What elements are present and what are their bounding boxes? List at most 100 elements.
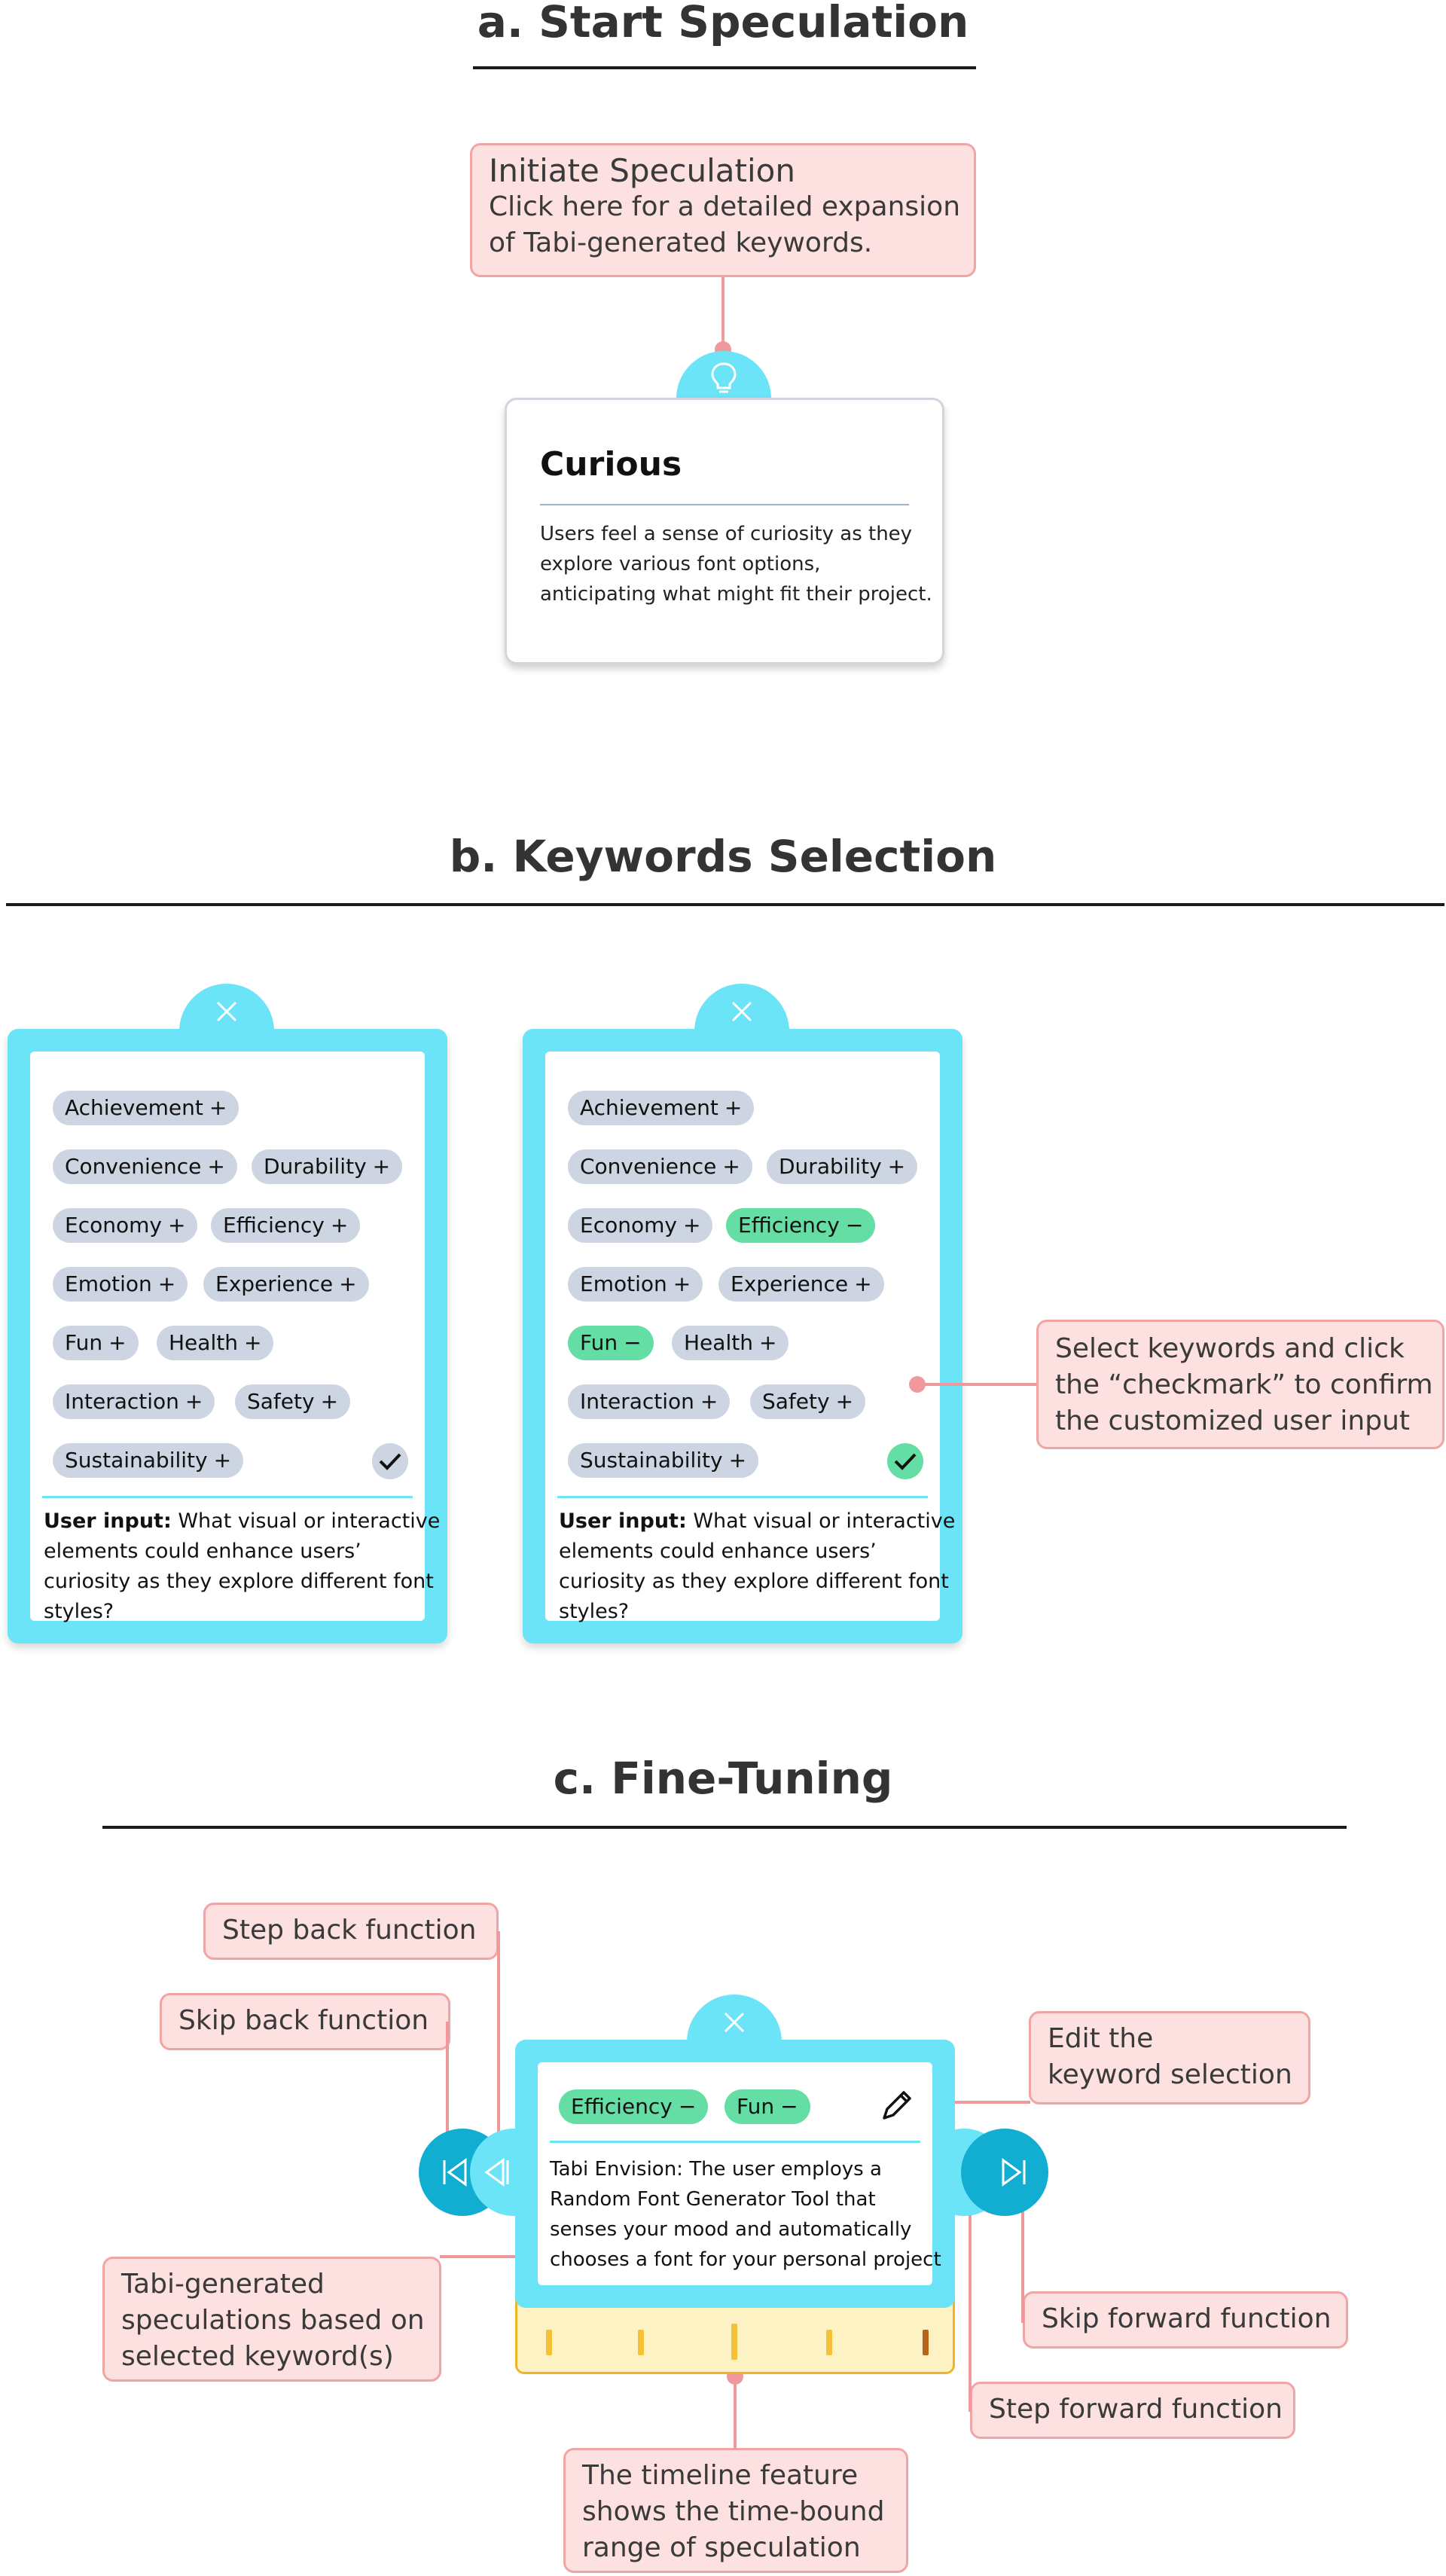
- section-b-rule: [6, 903, 1444, 906]
- keyword-chip[interactable]: Convenience+: [53, 1149, 237, 1184]
- step-back-callout: Step back function: [203, 1903, 499, 1960]
- select-keywords-callout: Select keywords and click the “checkmark…: [1036, 1320, 1444, 1449]
- keyword-chip[interactable]: Safety+: [235, 1384, 351, 1419]
- envision-line: senses your mood and automatically: [550, 2218, 912, 2241]
- connector-line: [446, 2022, 449, 2147]
- card-description: Users feel a sense of curiosity as they …: [540, 519, 932, 609]
- user-input-label: User input:: [44, 1509, 172, 1533]
- connector-line: [969, 2199, 972, 2412]
- keyword-chip[interactable]: Durability+: [767, 1149, 918, 1184]
- checkmark-icon: [379, 1453, 401, 1470]
- keyword-chip[interactable]: Achievement+: [568, 1091, 755, 1125]
- connector-line: [917, 1383, 1038, 1386]
- keyword-chip[interactable]: Fun+: [53, 1326, 139, 1360]
- section-c-title: c. Fine-Tuning: [553, 1753, 893, 1804]
- keyword-chip[interactable]: Convenience+: [568, 1149, 752, 1184]
- speculation-tab[interactable]: [676, 351, 771, 404]
- timeline-tick: [638, 2330, 644, 2355]
- fine-tuning-panel: Efficiency− Fun− Tabi Envision: The user…: [515, 2040, 955, 2308]
- confirm-checkmark-button[interactable]: [887, 1443, 923, 1479]
- user-input-line: styles?: [44, 1600, 114, 1623]
- callout-heading: Initiate Speculation: [489, 152, 795, 189]
- callout-line: the customized user input: [1055, 1406, 1411, 1436]
- user-input-text: User input: What visual or interactive e…: [559, 1506, 955, 1627]
- callout-line: shows the time-bound: [582, 2496, 885, 2527]
- user-input-line: elements could enhance users’: [559, 1540, 877, 1563]
- connector-line: [901, 2101, 1030, 2104]
- callout-line: speculations based on: [121, 2305, 425, 2336]
- keyword-chip-selected[interactable]: Efficiency−: [559, 2089, 709, 2124]
- keyword-chip[interactable]: Durability+: [252, 1149, 403, 1184]
- callout-line: Edit the: [1048, 2023, 1154, 2054]
- card-divider: [540, 504, 909, 505]
- section-c-rule: [102, 1826, 1347, 1829]
- callout-line: selected keyword(s): [121, 2341, 394, 2372]
- step-back-icon: [484, 2158, 509, 2187]
- card-title: Curious: [540, 445, 682, 484]
- close-icon: [724, 2012, 745, 2033]
- connector-line: [1021, 2195, 1024, 2323]
- speculations-callout: Tabi-generated speculations based on sel…: [102, 2257, 441, 2382]
- keyword-chip[interactable]: Economy+: [568, 1208, 713, 1243]
- timeline-tick: [826, 2330, 832, 2355]
- input-divider: [557, 1496, 928, 1498]
- callout-line: Step back function: [222, 1915, 477, 1946]
- pencil-icon[interactable]: [877, 2086, 916, 2126]
- callout-line: the “checkmark” to confirm: [1055, 1369, 1433, 1400]
- keyword-chip[interactable]: Health+: [157, 1326, 274, 1360]
- keyword-panel-selected: Achievement+ Convenience+ Durability+ Ec…: [523, 1029, 962, 1644]
- skip-forward-button[interactable]: [961, 2129, 1048, 2216]
- lightbulb-icon: [711, 362, 737, 393]
- keyword-chip[interactable]: Efficiency+: [211, 1208, 361, 1243]
- keyword-chip[interactable]: Achievement+: [53, 1091, 239, 1125]
- envision-line: chooses a font for your personal project: [550, 2248, 941, 2271]
- callout-line: Step forward function: [989, 2394, 1283, 2425]
- callout-line: keyword selection: [1048, 2059, 1292, 2090]
- section-b-title: b. Keywords Selection: [449, 831, 997, 882]
- keyword-chip-selected[interactable]: Fun−: [725, 2089, 810, 2124]
- close-icon: [216, 1001, 237, 1022]
- keyword-chip[interactable]: Interaction+: [53, 1384, 215, 1419]
- skip-forward-callout: Skip forward function: [1023, 2291, 1348, 2349]
- keyword-chip[interactable]: Emotion+: [53, 1267, 188, 1302]
- callout-line: The timeline feature: [582, 2460, 859, 2491]
- skip-back-callout: Skip back function: [160, 1993, 450, 2050]
- keyword-panel-content: Achievement+ Convenience+ Durability+ Ec…: [545, 1051, 955, 1623]
- keyword-chip[interactable]: Sustainability+: [53, 1443, 244, 1478]
- section-a-rule: [473, 66, 976, 69]
- keyword-chip[interactable]: Health+: [672, 1326, 789, 1360]
- keyword-chip[interactable]: Sustainability+: [568, 1443, 759, 1478]
- callout-line: Click here for a detailed expansion: [489, 191, 961, 222]
- keyword-chip-selected[interactable]: Fun−: [568, 1326, 654, 1360]
- user-input-line: elements could enhance users’: [44, 1540, 362, 1563]
- input-divider: [42, 1496, 413, 1498]
- chips-divider: [550, 2141, 920, 2143]
- keyword-chip[interactable]: Emotion+: [568, 1267, 703, 1302]
- timeline-tick: [546, 2330, 552, 2355]
- connector-line: [1021, 2320, 1024, 2323]
- connector-line: [440, 2255, 541, 2258]
- confirm-checkmark-button[interactable]: [372, 1443, 408, 1479]
- timeline-tick: [731, 2324, 737, 2360]
- callout-line: Skip forward function: [1042, 2303, 1332, 2334]
- edit-selection-callout: Edit the keyword selection: [1029, 2011, 1310, 2104]
- fine-tuning-content: Efficiency− Fun− Tabi Envision: The user…: [538, 2062, 941, 2285]
- keyword-chip[interactable]: Interaction+: [568, 1384, 731, 1419]
- connector-line: [734, 2376, 737, 2449]
- keyword-panel-content: Achievement+ Convenience+ Durability+ Ec…: [30, 1051, 440, 1623]
- user-input-line: curiosity as they explore different font: [559, 1570, 949, 1593]
- keyword-chip[interactable]: Safety+: [750, 1384, 866, 1419]
- envision-line: Random Font Generator Tool that: [550, 2188, 876, 2211]
- connector-line: [497, 1931, 500, 2147]
- keyword-chip-selected[interactable]: Efficiency−: [726, 1208, 876, 1243]
- step-forward-callout: Step forward function: [970, 2382, 1295, 2439]
- user-input-text: User input: What visual or interactive e…: [44, 1506, 440, 1627]
- card-line: Users feel a sense of curiosity as they: [540, 523, 913, 545]
- keyword-chip[interactable]: Experience+: [203, 1267, 369, 1302]
- card-line: anticipating what might fit their projec…: [540, 583, 932, 606]
- card-line: explore various font options,: [540, 553, 821, 575]
- section-a-title: a. Start Speculation: [477, 0, 969, 47]
- keyword-chip[interactable]: Experience+: [718, 1267, 884, 1302]
- timeline-callout: The timeline feature shows the time-boun…: [563, 2448, 908, 2573]
- keyword-chip[interactable]: Economy+: [53, 1208, 198, 1243]
